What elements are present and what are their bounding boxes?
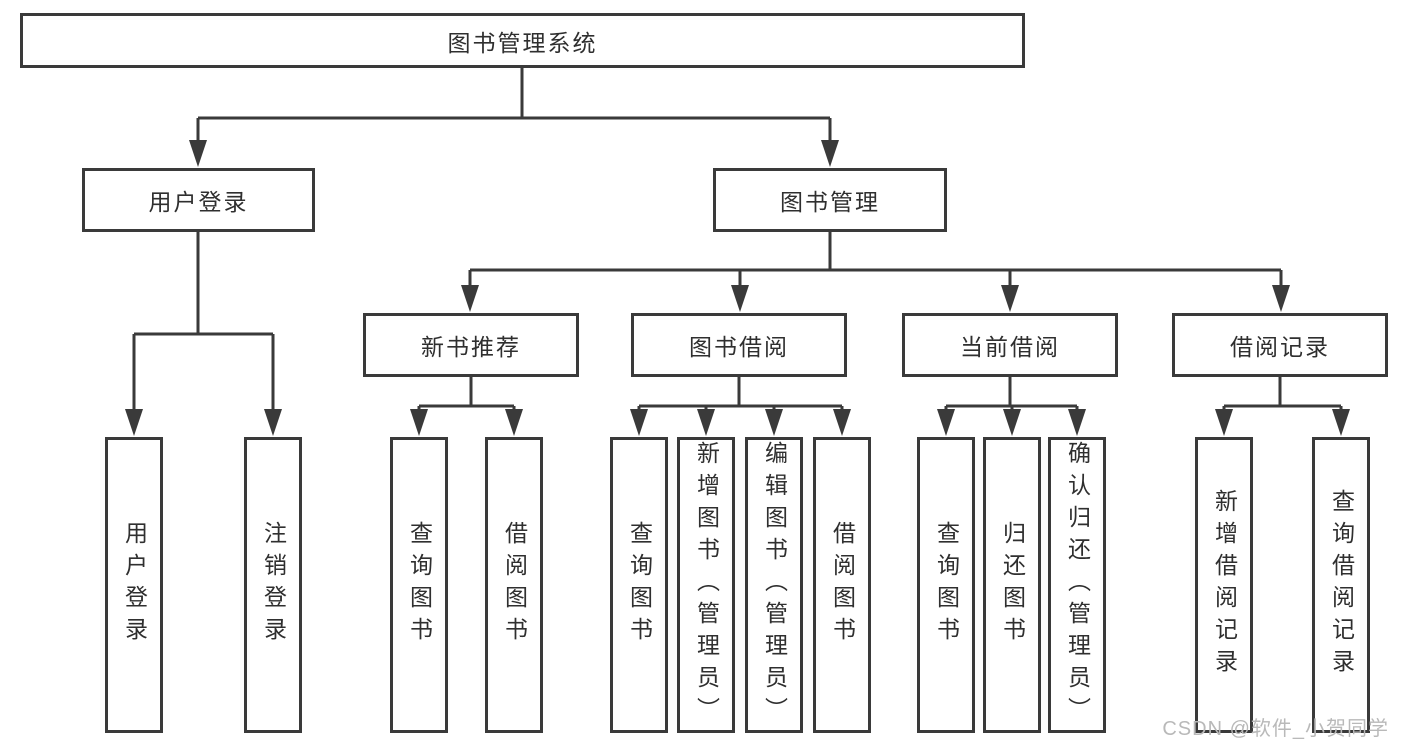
leaf-label: 新增借阅记录 — [1211, 489, 1238, 681]
leaf-label: 借阅图书 — [829, 521, 856, 649]
leaf-query-books-2: 查询图书 — [610, 437, 668, 733]
node-book-management: 图书管理 — [713, 168, 947, 232]
leaf-borrow-books-1: 借阅图书 — [485, 437, 543, 733]
leaf-query-books-3: 查询图书 — [917, 437, 975, 733]
leaf-label: 注销登录 — [260, 521, 287, 649]
leaf-query-books-1: 查询图书 — [390, 437, 448, 733]
leaf-label: 确认归还（管理员） — [1064, 441, 1091, 729]
leaf-query-borrow-record: 查询借阅记录 — [1312, 437, 1370, 733]
leaf-add-books-admin: 新增图书（管理员） — [677, 437, 735, 733]
node-label: 图书借阅 — [689, 334, 789, 360]
node-user-login: 用户登录 — [82, 168, 315, 232]
leaf-label: 编辑图书（管理员） — [761, 441, 788, 729]
leaf-add-borrow-record: 新增借阅记录 — [1195, 437, 1253, 733]
node-book-borrow: 图书借阅 — [631, 313, 847, 377]
leaf-label: 用户登录 — [121, 521, 148, 649]
leaf-label: 借阅图书 — [501, 521, 528, 649]
node-label: 图书管理 — [780, 189, 880, 215]
node-new-book-recommend: 新书推荐 — [363, 313, 579, 377]
leaf-edit-books-admin: 编辑图书（管理员） — [745, 437, 803, 733]
leaf-label: 新增图书（管理员） — [693, 441, 720, 729]
leaf-label: 归还图书 — [999, 521, 1026, 649]
node-label: 借阅记录 — [1230, 334, 1330, 360]
leaf-borrow-books-2: 借阅图书 — [813, 437, 871, 733]
leaf-confirm-return-admin: 确认归还（管理员） — [1048, 437, 1106, 733]
node-label: 用户登录 — [148, 189, 249, 215]
leaf-label: 查询借阅记录 — [1328, 489, 1355, 681]
node-label: 图书管理系统 — [447, 29, 598, 56]
node-label: 新书推荐 — [421, 334, 521, 360]
node-current-borrow: 当前借阅 — [902, 313, 1118, 377]
leaf-user-login: 用户登录 — [105, 437, 163, 733]
leaf-return-books: 归还图书 — [983, 437, 1041, 733]
node-borrow-records: 借阅记录 — [1172, 313, 1388, 377]
leaf-label: 查询图书 — [406, 521, 433, 649]
leaf-logout: 注销登录 — [244, 437, 302, 733]
leaf-label: 查询图书 — [626, 521, 653, 649]
node-label: 当前借阅 — [960, 334, 1060, 360]
leaf-label: 查询图书 — [933, 521, 960, 649]
node-system-root: 图书管理系统 — [20, 13, 1025, 68]
